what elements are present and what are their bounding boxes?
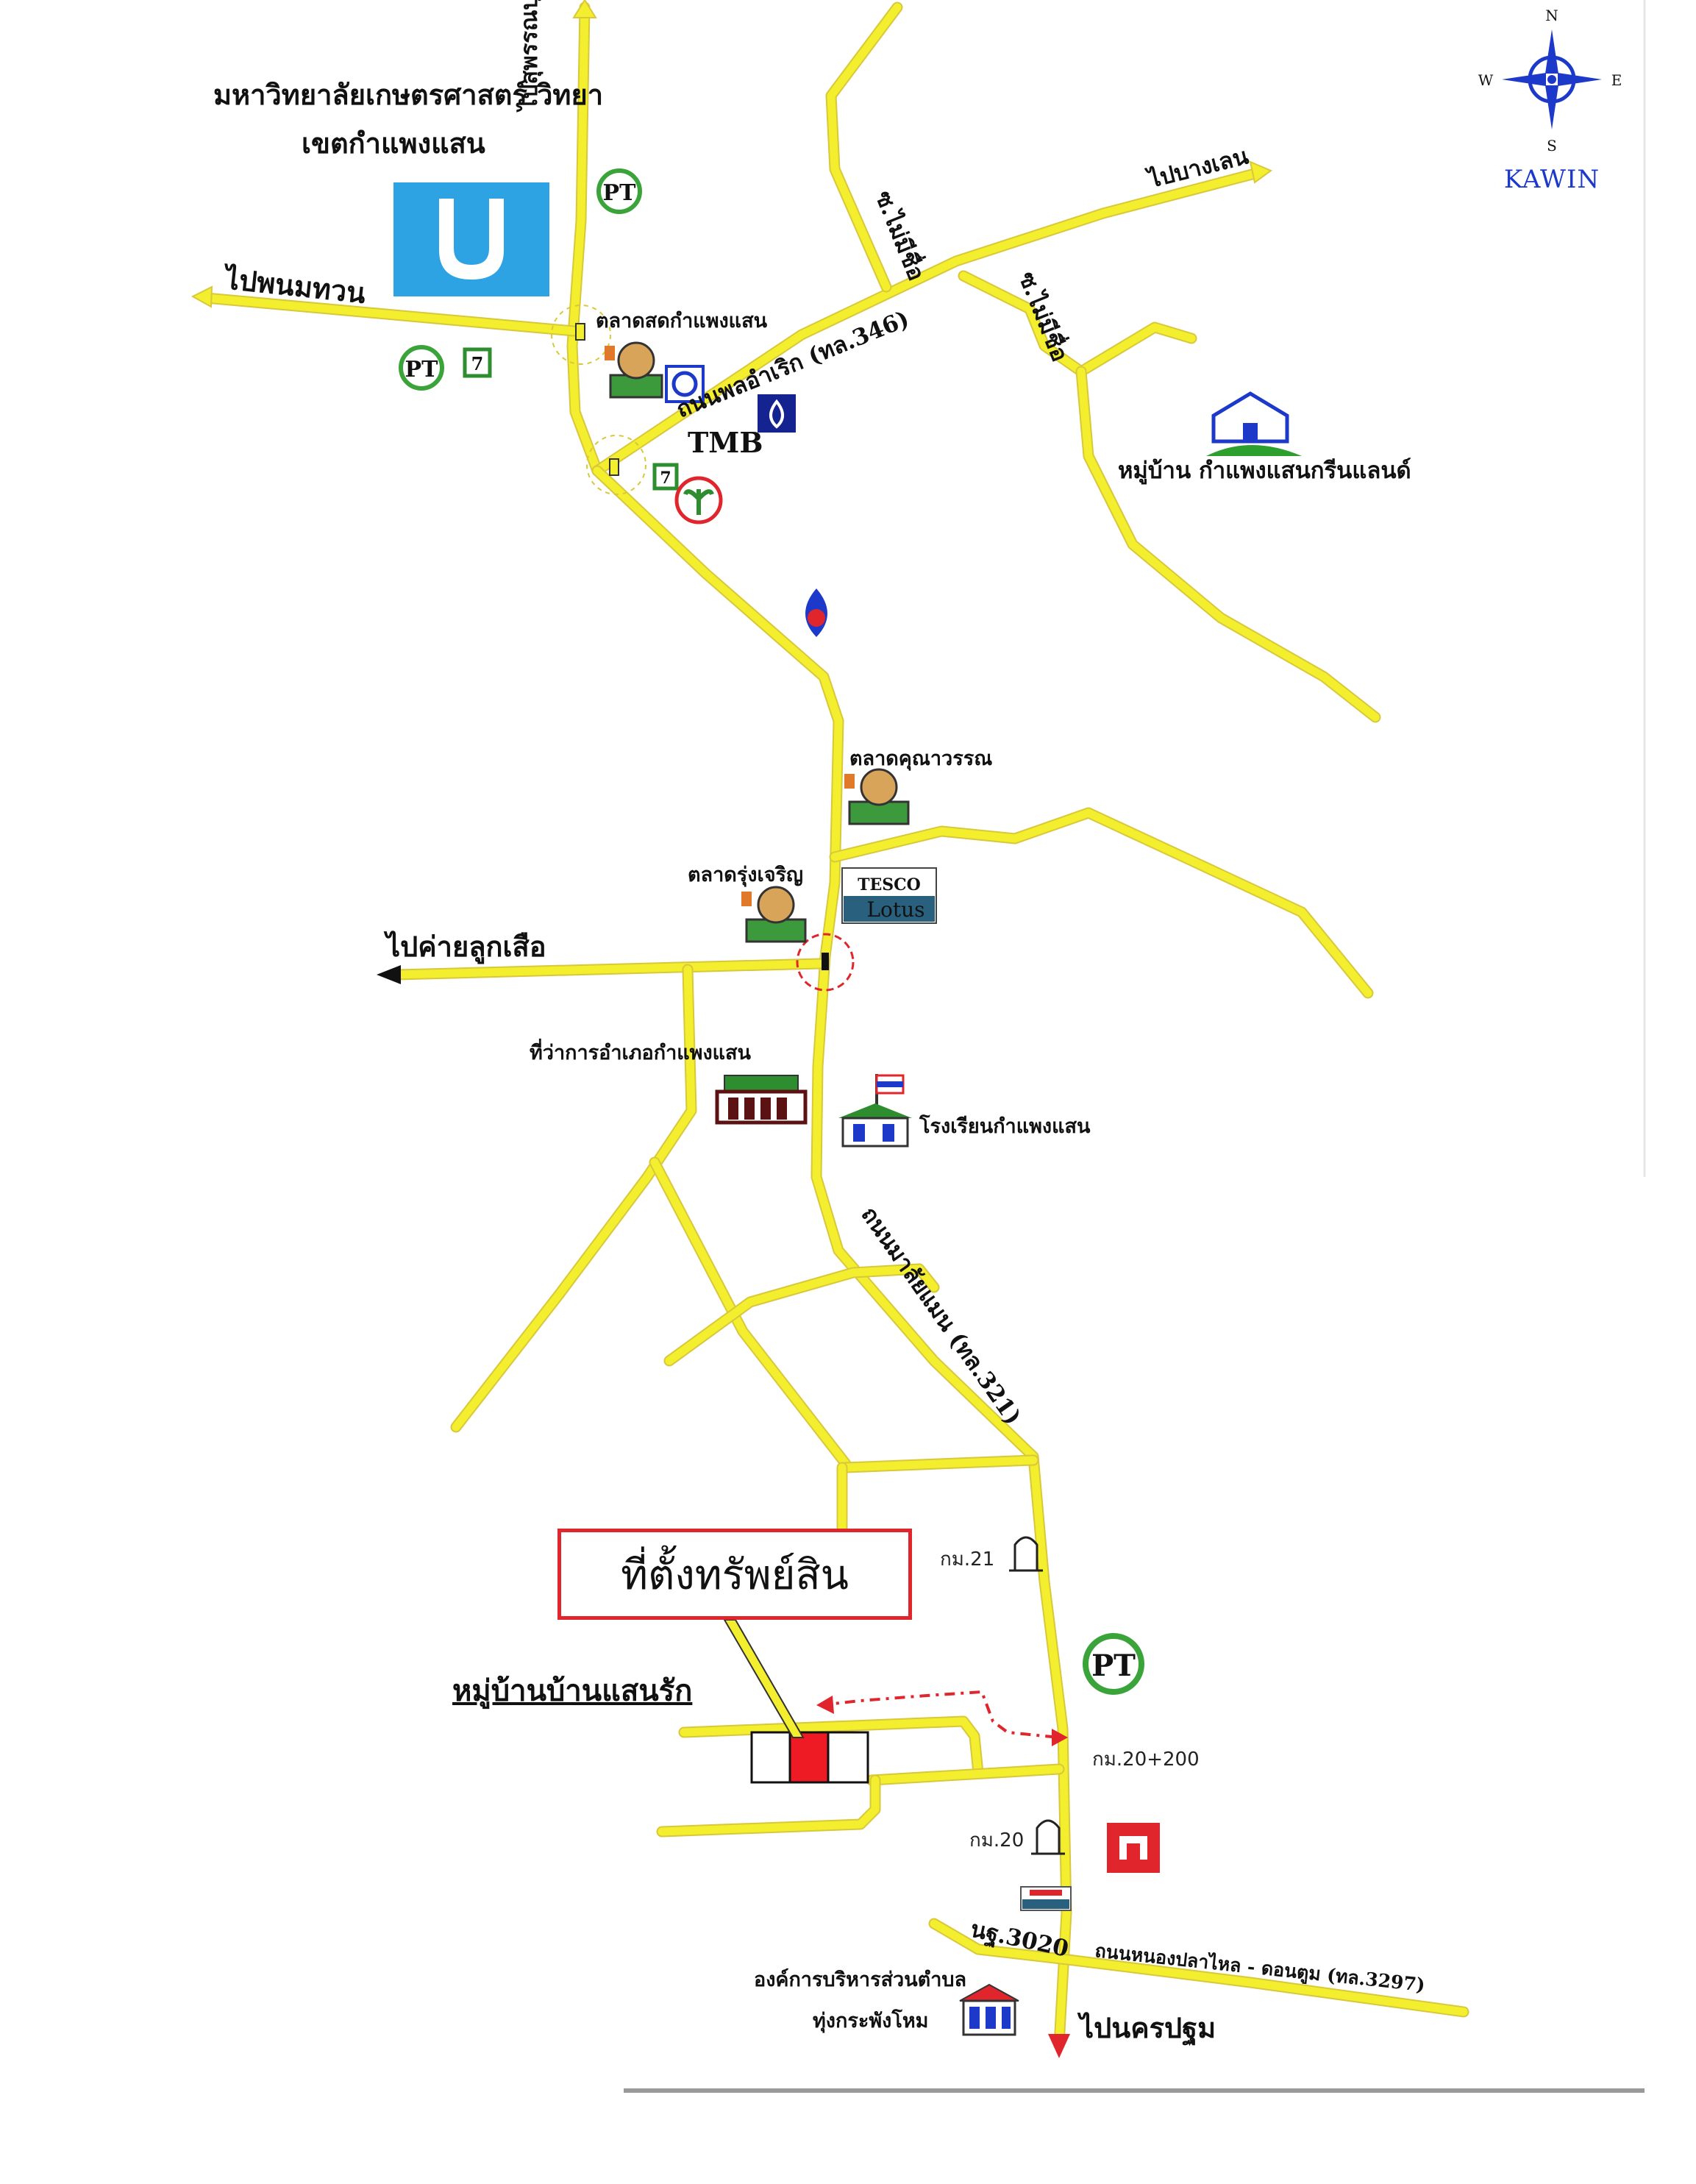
compass-brand-label: KAWIN: [1503, 165, 1600, 194]
road-to-scout-camp: [393, 959, 824, 979]
label-to-suphanburi: ไปสุพรรณบุรี: [516, 0, 544, 113]
label-green-land-village: หมู่บ้าน กำแพงแสนกรีนแลนด์: [1118, 458, 1411, 485]
green-land-road: [1077, 367, 1380, 722]
road-network: [200, 1, 1469, 2051]
district-road-south: [841, 1456, 1038, 1472]
access-route-line: [816, 1690, 1068, 1746]
bank-icon: [665, 365, 705, 403]
label-to-nakhon-pathom: ไปนครปฐม: [1077, 2011, 1216, 2046]
property-pointer: [723, 1619, 805, 1738]
soi-unnamed-1-road: [827, 3, 902, 291]
label-tambon-org-line2: ทุ่งกระพังโหม: [813, 2008, 928, 2033]
label-village-saen-rak: หมู่บ้านบ้านแสนรัก: [452, 1673, 692, 1709]
tesco-lotus-icon: TESCO Lotus: [841, 867, 937, 924]
seven-eleven-icon: 7: [652, 463, 679, 491]
label-kp-fresh-market: ตลาดสดกำแพงแสน: [596, 310, 768, 332]
milestone-icon: [1031, 1819, 1065, 1855]
district-road-west: [452, 965, 696, 1431]
label-road-321: ถนนมาลัยแมน (ทล.321): [855, 1202, 1026, 1430]
label-km21: กม.21: [940, 1548, 994, 1571]
label-kp-school: โรงเรียนกำแพงแสน: [919, 1114, 1091, 1138]
arrow-to-nakhon-pathom-icon: [1048, 2034, 1070, 2058]
milestone-icon: [1009, 1536, 1043, 1572]
intersection-marker-icon: [796, 933, 855, 992]
svg-text:PT: PT: [1091, 1648, 1136, 1683]
lotus-text: Lotus: [866, 897, 924, 922]
arrow-to-suphanburi-icon: [572, 0, 597, 18]
road-to-suphanburi: [568, 3, 602, 475]
intersection-marker-icon: [551, 305, 611, 365]
government-office-icon: [959, 1983, 1019, 2036]
isuzu-icon: [1107, 1823, 1160, 1873]
compass-east: E: [1611, 71, 1622, 89]
label-district-office: ที่ว่าการอำเภอกำแพงแสน: [530, 1038, 752, 1064]
pt-gas-icon: PT: [399, 345, 444, 391]
tesco-lotus-icon: [1020, 1886, 1072, 1911]
label-khun-wan-market: ตลาดคุณาวรรณ: [849, 747, 992, 771]
district-road-cross: [665, 1264, 938, 1365]
tesco-text: TESCO: [858, 875, 921, 894]
label-soi-unnamed-2: ซ.ไม่มีชื่อ: [1013, 267, 1077, 366]
tmb-bank-icon: TMB: [688, 426, 763, 459]
kasikorn-bank-icon: [758, 394, 796, 433]
property-location-label: ที่ตั้งทรัพย์สิน: [557, 1529, 912, 1620]
label-to-scout-camp: ไปค่ายลูกเสือ: [383, 930, 546, 964]
compass-west: W: [1478, 71, 1494, 89]
government-office-icon: [715, 1075, 808, 1125]
market-icon: [741, 886, 807, 943]
school-icon: [838, 1074, 912, 1148]
intersection-marker-icon: [586, 435, 646, 495]
svg-text:PT: PT: [603, 180, 637, 206]
pt-gas-icon: PT: [1083, 1633, 1144, 1695]
label-km20-200: กม.20+200: [1092, 1749, 1200, 1771]
road-346: [593, 168, 1262, 475]
university-name-line1: มหาวิทยาลัยเกษตรศาสตร์ วิทยา: [213, 78, 603, 111]
saen-rak-road-mid: [867, 1765, 1063, 1785]
road-3297: [930, 1919, 1468, 2016]
label-rung-charoen-market: ตลาดรุ่งเจริญ: [688, 864, 803, 887]
pt-gas-icon: PT: [596, 168, 642, 214]
svg-text:PT: PT: [405, 357, 439, 383]
compass-icon: N S W E: [1478, 7, 1622, 154]
khun-wan-east-road: [830, 808, 1372, 997]
saen-rak-road-south: [658, 1776, 880, 1836]
market-icon: [605, 341, 663, 399]
university-logo-icon: [393, 182, 549, 296]
district-road-mid: [650, 1158, 850, 1468]
arrow-to-scout-camp-icon: [377, 965, 401, 984]
svg-text:7: 7: [660, 469, 671, 488]
university-name-line2: เขตกำแพงแสน: [302, 127, 485, 160]
arrow-to-bang-len-icon: [1249, 160, 1273, 184]
traffic-light-icon: [609, 458, 619, 476]
saen-rak-road-north: [680, 1717, 983, 1777]
traffic-light-icon: [822, 953, 829, 970]
market-icon: [844, 768, 910, 825]
compass-south: S: [1547, 137, 1557, 154]
traffic-light-icon: [575, 323, 585, 341]
compass-north: N: [1545, 7, 1558, 24]
soi-unnamed-2-road: [959, 271, 1196, 376]
property-plot-highlight: [788, 1731, 830, 1784]
label-km20: กม.20: [969, 1829, 1024, 1852]
road-to-phanom-thuan: [202, 294, 578, 335]
svg-text:7: 7: [471, 353, 484, 374]
seven-eleven-icon: 7: [463, 347, 492, 378]
ksk-bank-icon: [674, 476, 723, 524]
arrow-to-phanom-thuan-icon: [190, 285, 213, 308]
village-icon: [1206, 391, 1302, 456]
label-tambon-org-line1: องค์การบริหารส่วนตำบล: [754, 1968, 966, 1991]
ptt-gas-icon: [805, 588, 827, 637]
property-plots: [750, 1731, 869, 1784]
road-321: [593, 466, 1071, 2049]
